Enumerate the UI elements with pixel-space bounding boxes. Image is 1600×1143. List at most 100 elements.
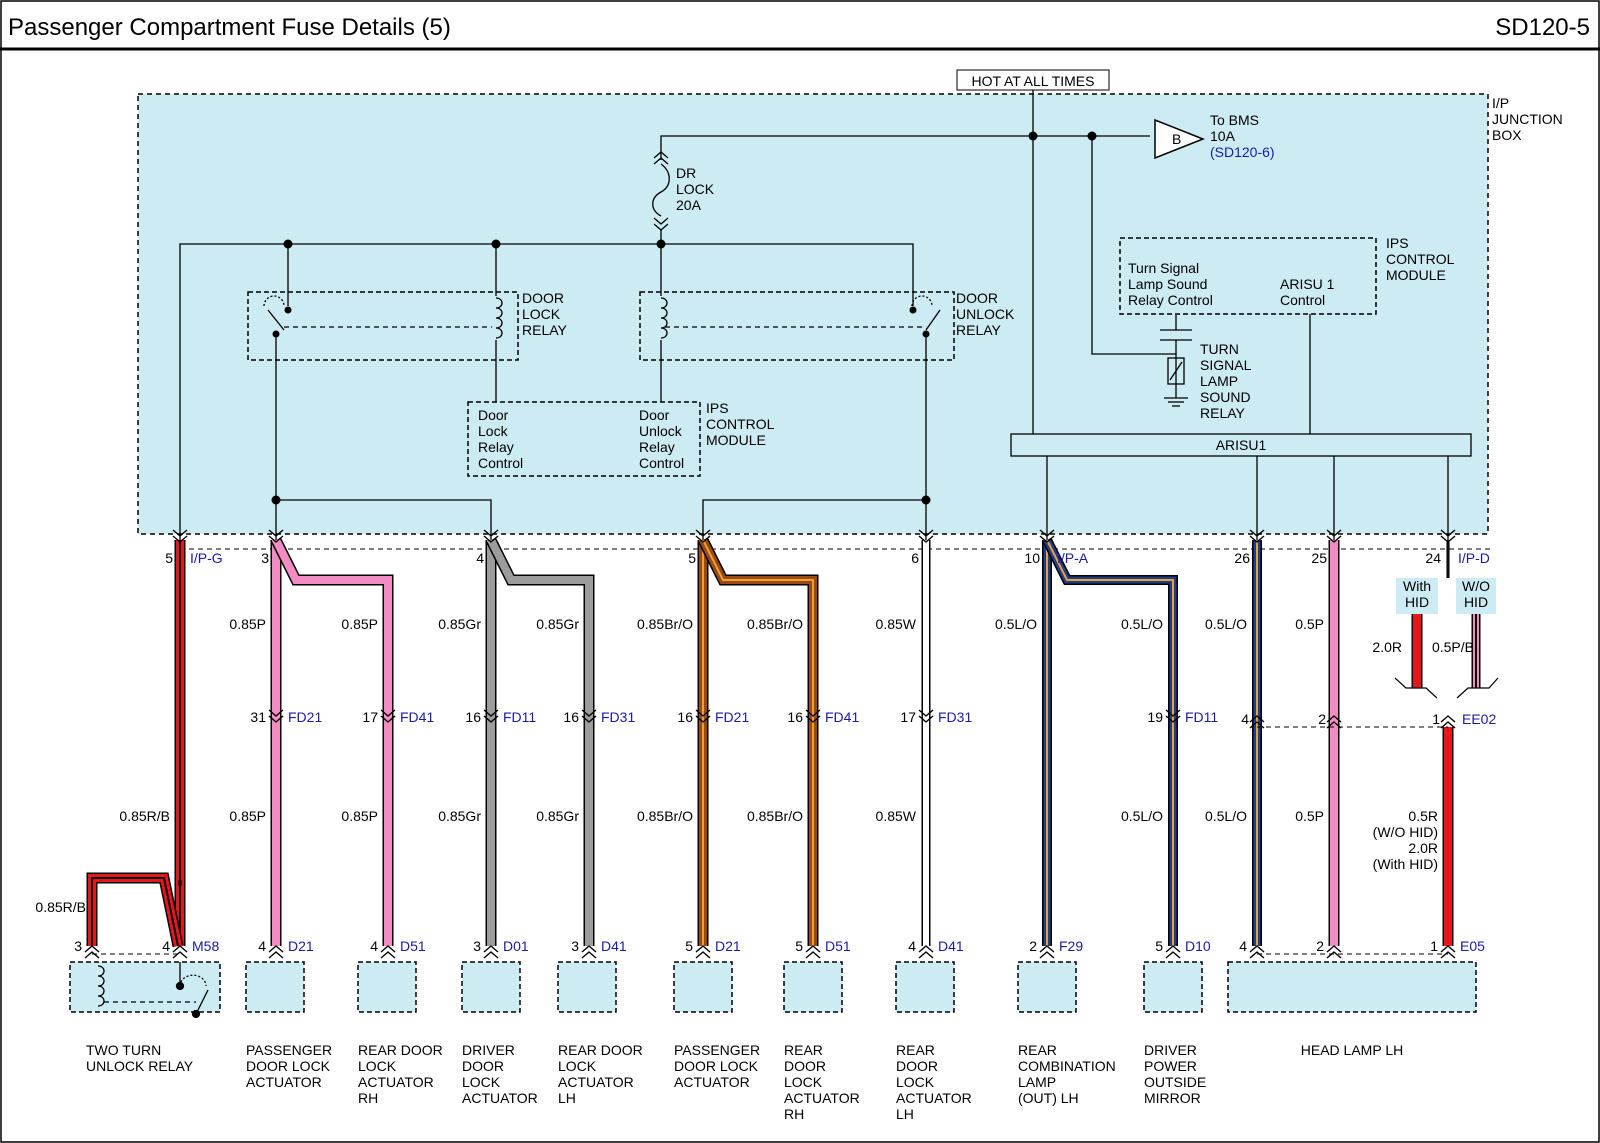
component-pin: 5 [685, 938, 693, 954]
ip-connector-pin: 5 [688, 550, 696, 566]
inline-connector-pin: 19 [1147, 709, 1163, 725]
ips-control-module-relay-label: IPS CONTROL MODULE [706, 400, 775, 448]
ip-connector-id: I/P-A [1057, 550, 1089, 566]
connector-chevron [483, 715, 499, 723]
connector-chevron [380, 715, 396, 723]
component-label: UNLOCK RELAY [86, 1058, 194, 1074]
component-label: REAR DOOR [358, 1042, 443, 1058]
connector-chevron [805, 715, 821, 723]
component-label: DOOR [896, 1058, 938, 1074]
wire-spec-top: 0.5L/O [995, 616, 1037, 632]
svg-text:2: 2 [1318, 711, 1326, 727]
component-label: LOCK [784, 1074, 823, 1090]
svg-text:To BMS: To BMS [1210, 112, 1259, 128]
wo-hid-box [1456, 578, 1496, 614]
connector-chevron [1165, 709, 1181, 717]
component-box-7 [895, 961, 955, 1013]
svg-text:Relay: Relay [478, 439, 514, 455]
connector-chevron [1249, 945, 1265, 953]
connector-chevron [918, 715, 934, 723]
component-pin: 3 [571, 938, 579, 954]
svg-text:CONTROL: CONTROL [1386, 251, 1455, 267]
component-label: RH [784, 1106, 804, 1122]
connector-chevron [380, 945, 396, 953]
ip-connector-pin: 6 [911, 550, 919, 566]
inline-connector-id: FD11 [503, 709, 536, 725]
svg-text:Lamp Sound: Lamp Sound [1128, 276, 1207, 292]
ip-connector-pin: 24 [1425, 550, 1441, 566]
wire-fill [699, 538, 817, 946]
page-title: Passenger Compartment Fuse Details (5) [8, 14, 451, 41]
connector-chevron [172, 535, 188, 543]
svg-text:TURN: TURN [1200, 341, 1239, 357]
dr-lock-fuse-label: DR LOCK 20A [676, 165, 715, 213]
inline-connector-id: FD21 [715, 709, 749, 725]
component-pin: 4 [258, 938, 266, 954]
component-box-3 [461, 961, 521, 1013]
relay-dot [191, 1009, 201, 1019]
svg-text:MODULE: MODULE [1386, 267, 1446, 283]
door-unlock-relay-label: DOOR UNLOCK RELAY [956, 290, 1015, 338]
wire-outline [1042, 537, 1178, 946]
to-bms-label: To BMS 10A (SD120-6) [1210, 112, 1275, 160]
inline-connector-id: FD41 [825, 709, 859, 725]
component-label: LOCK [462, 1074, 501, 1090]
svg-text:IPS: IPS [1386, 235, 1409, 251]
component-label: ACTUATOR [674, 1074, 750, 1090]
component-label: PASSENGER [674, 1042, 760, 1058]
wire-spec-top: 0.5L/O [1205, 616, 1247, 632]
connector-chevron [483, 529, 499, 537]
connector-chevron [483, 951, 499, 959]
svg-text:MODULE: MODULE [706, 432, 766, 448]
svg-text:IPS: IPS [706, 400, 729, 416]
door-lock-relay-control-label: Door Lock Relay Control [478, 407, 523, 471]
m58-left-spec: 0.85R/B [35, 899, 86, 915]
inline-connector-pin: 16 [563, 709, 579, 725]
connector-chevron [1326, 945, 1342, 953]
connector-chevron [1440, 715, 1456, 723]
component-connector-id: D51 [825, 938, 851, 954]
component-box-2 [357, 961, 417, 1013]
turn-signal-lamp-sound-relay-label: TURN SIGNAL LAMP SOUND RELAY [1200, 341, 1252, 421]
svg-text:Unlock: Unlock [639, 423, 683, 439]
svg-text:Lock: Lock [478, 423, 509, 439]
connector-chevron [1440, 951, 1456, 959]
component-label: TWO TURN [86, 1042, 161, 1058]
component-connector-id: D01 [503, 938, 529, 954]
component-label: DRIVER [1144, 1042, 1197, 1058]
svg-text:EE02: EE02 [1462, 711, 1496, 727]
wire-stripe [91, 877, 179, 947]
connector-chevron [1165, 945, 1181, 953]
connector-chevron [581, 715, 597, 723]
ip-connector-id: I/P-D [1458, 550, 1490, 566]
ips-control-module-relay-box [467, 401, 701, 477]
bms-connector-letter: B [1172, 131, 1181, 147]
svg-text:DR: DR [676, 165, 696, 181]
ips-control-module-turn-box [1119, 237, 1377, 315]
connector-chevron [268, 715, 284, 723]
component-pin: 4 [908, 938, 916, 954]
svg-text:2.0R: 2.0R [1408, 840, 1438, 856]
connector-chevron [695, 951, 711, 959]
component-connector-id: D21 [715, 938, 741, 954]
svg-text:10A: 10A [1210, 128, 1236, 144]
two-turn-relay-symbol [97, 962, 209, 1019]
ee02-connector-labels: 4 2 1 EE02 [1241, 711, 1496, 727]
ip-connector-pin: 25 [1311, 550, 1327, 566]
wire-outline [698, 537, 819, 946]
wire-spec-bottom: 0.85Br/O [747, 808, 803, 824]
svg-text:LOCK: LOCK [522, 306, 561, 322]
with-hid-wire-spec: 2.0R [1372, 639, 1402, 655]
connector-chevron [918, 529, 934, 537]
ip-connector-pin: 26 [1234, 550, 1250, 566]
component-label: COMBINATION [1018, 1058, 1116, 1074]
component-label: ACTUATOR [358, 1074, 434, 1090]
svg-text:(SD120-6): (SD120-6) [1210, 144, 1275, 160]
component-label: ACTUATOR [896, 1090, 972, 1106]
connector-chevron [1249, 715, 1265, 723]
door-lock-relay-box [247, 291, 519, 361]
junction-box-label: I/P JUNCTION BOX [1492, 95, 1563, 143]
connector-chevron [1249, 535, 1265, 543]
relay-circuit-wires [179, 243, 941, 540]
